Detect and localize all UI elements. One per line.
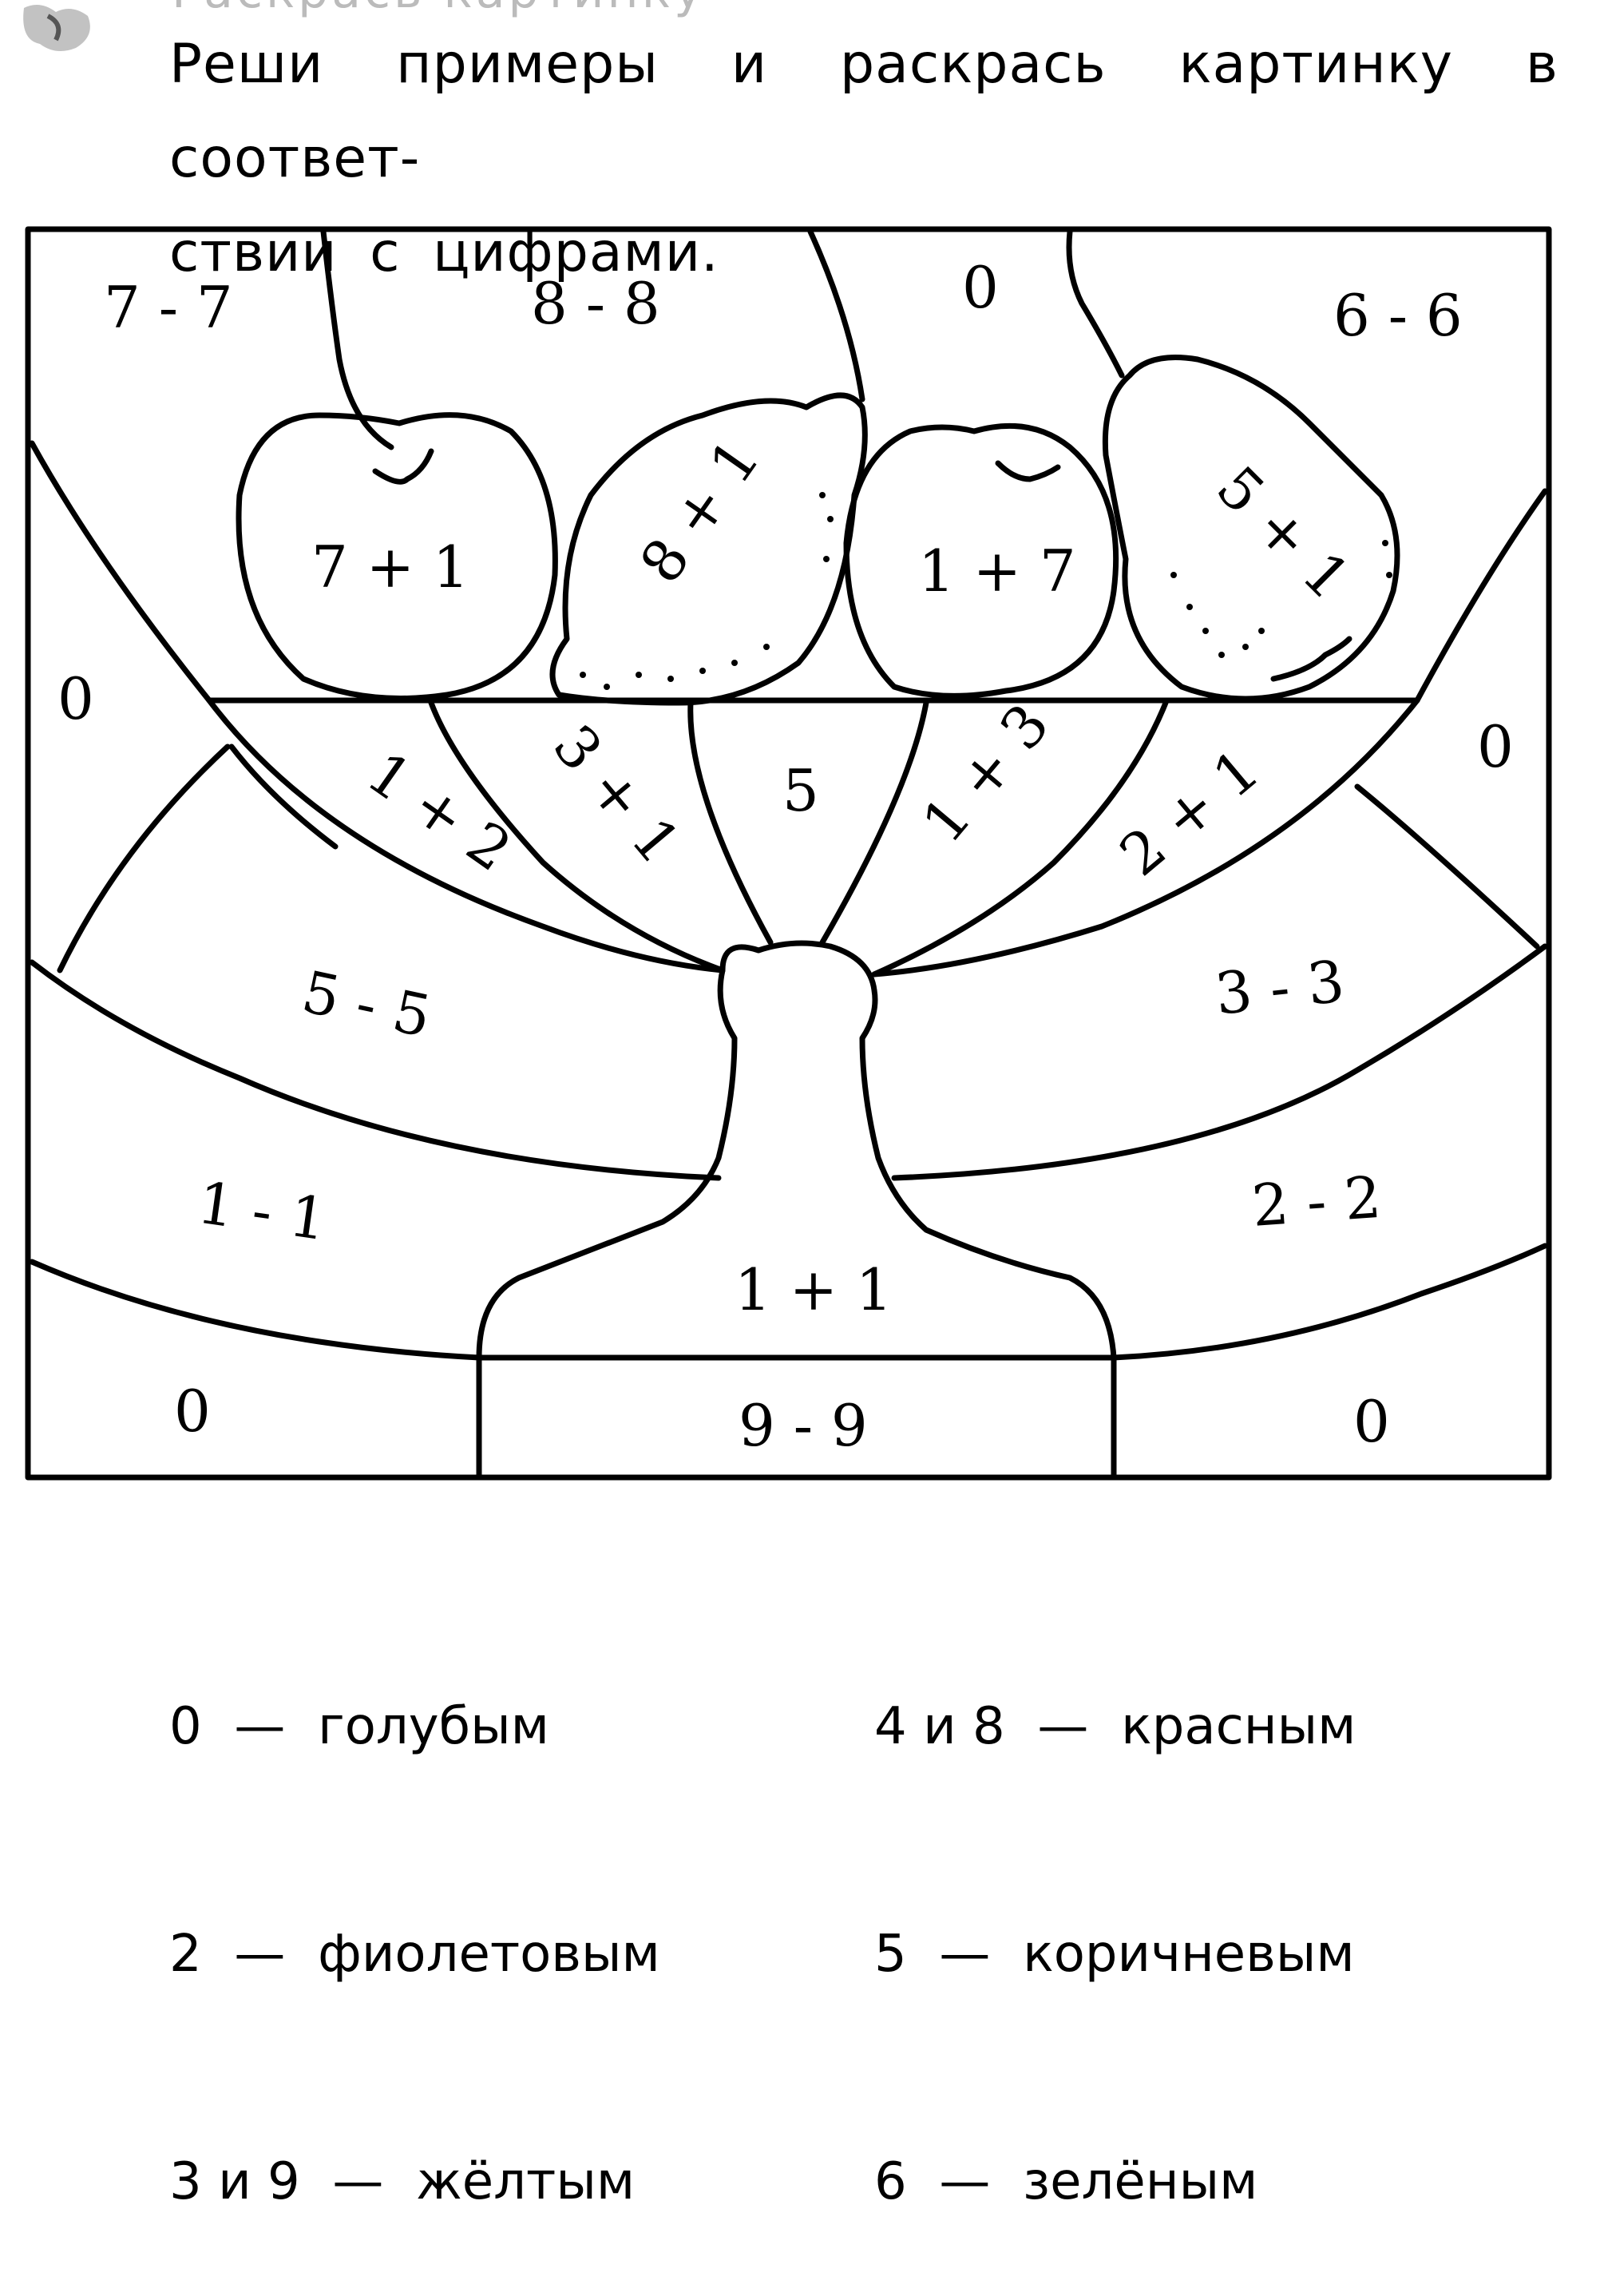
coloring-picture: 7 - 7 8 - 8 0 6 - 6 7 + 1 8 + 1 1 + 7 5 … (25, 226, 1552, 1481)
label-top-left: 7 - 7 (104, 274, 233, 341)
label-stem: 1 + 1 (735, 1256, 893, 1323)
legend-key: 4 и 8 (874, 1697, 1005, 1756)
petal-divider-5 (871, 700, 1169, 977)
legend-left: 0 — голубым 2 — фиолетовым 3 и 9 — жёлты… (169, 1537, 660, 2296)
legend-item: 6 — зелёным (874, 2144, 1356, 2220)
label-petal-1: 1 + 2 (355, 739, 523, 884)
legend-item: 2 — фиолетовым (169, 1917, 660, 1993)
band-line-1-right (891, 943, 1548, 1181)
legend-color-word: жёлтым (416, 2152, 636, 2211)
band-line-2 (29, 1259, 482, 1361)
apple-left-stem-mark (372, 448, 434, 485)
apple-left (236, 412, 558, 701)
legend-dash: — (939, 2152, 991, 2211)
legend-item: 5 — коричневым (874, 1917, 1356, 1993)
label-petal-5: 2 + 1 (1107, 736, 1271, 889)
band-line-2-right (1111, 1243, 1548, 1361)
speckle-dots (580, 492, 1392, 690)
middle-stalk (807, 228, 865, 402)
band-line-1 (29, 959, 722, 1181)
petal-divider-2 (428, 700, 726, 974)
instruction-line-1: Реши примеры и раскрась картинку в соотв… (169, 33, 1558, 190)
label-side-right: 0 (1477, 713, 1514, 780)
pear (1102, 355, 1400, 702)
legend-dash: — (234, 1925, 286, 1984)
label-top-mid-right: 0 (962, 254, 999, 321)
cropped-title: Раскрась картинку (172, 0, 705, 19)
label-petal-3: 5 (782, 757, 819, 824)
label-lemon: 8 + 1 (627, 427, 772, 595)
label-petal-4: 1 + 3 (909, 691, 1062, 855)
legend-item: 0 — голубым (169, 1689, 660, 1765)
legend-key: 2 (169, 1925, 202, 1984)
label-bottom-left: 0 (174, 1378, 211, 1445)
label-apple-left: 7 + 1 (311, 533, 469, 601)
legend-dash: — (234, 1697, 286, 1756)
legend-item: 4 и 8 — красным (874, 1689, 1356, 1765)
stem-knob (719, 940, 1117, 1481)
legend-color-word: зелёным (1023, 2152, 1258, 2211)
label-pear: 5 + 1 (1204, 454, 1363, 613)
picture-frame (25, 226, 1552, 1481)
legend-dash: — (939, 1925, 991, 1984)
label-petal-2: 3 + 1 (541, 712, 693, 876)
label-top-mid-left: 8 - 8 (531, 270, 660, 337)
label-band1-right: 3 - 3 (1212, 947, 1348, 1027)
bowl-left-curve (29, 440, 726, 974)
legend-color-word: голубым (318, 1697, 549, 1756)
label-bottom-center: 9 - 9 (739, 1392, 868, 1459)
label-band2-left: 1 - 1 (194, 1169, 331, 1254)
legend-key: 5 (874, 1925, 907, 1984)
stem-left (476, 967, 738, 1481)
legend-color-word: красным (1121, 1697, 1356, 1756)
label-band2-right: 2 - 2 (1250, 1164, 1383, 1239)
right-stalk (1066, 228, 1125, 379)
petal-divider-7 (57, 744, 231, 974)
legend-color-word: фиолетовым (318, 1925, 660, 1984)
label-apple-right: 1 + 7 (918, 537, 1076, 605)
petal-divider-3 (687, 700, 774, 946)
petal-divider-4 (819, 700, 929, 946)
label-side-left: 0 (57, 665, 94, 732)
pear-mark (1270, 636, 1352, 682)
legend-key: 6 (874, 2152, 907, 2211)
left-stalk (320, 228, 394, 450)
label-top-right: 6 - 6 (1333, 282, 1463, 349)
legend-right: 4 и 8 — красным 5 — коричневым 6 — зелён… (874, 1537, 1356, 2296)
legend-dash: — (332, 2152, 384, 2211)
apple-right-stem-mark (995, 460, 1061, 482)
apple-right (843, 422, 1119, 699)
legend-dash: — (1037, 1697, 1089, 1756)
label-band1-left: 5 - 5 (296, 958, 437, 1050)
legend-key: 0 (169, 1697, 202, 1756)
label-bottom-right: 0 (1353, 1388, 1390, 1455)
legend-key: 3 и 9 (169, 2152, 300, 2211)
petal-divider-1 (228, 744, 339, 850)
corner-decoration-icon (23, 5, 90, 51)
lemon (549, 392, 868, 706)
legend-item: 3 и 9 — жёлтым (169, 2144, 660, 2220)
legend-color-word: коричневым (1023, 1925, 1355, 1984)
bowl-right-curve (871, 488, 1548, 977)
petal-divider-6 (1354, 783, 1540, 950)
